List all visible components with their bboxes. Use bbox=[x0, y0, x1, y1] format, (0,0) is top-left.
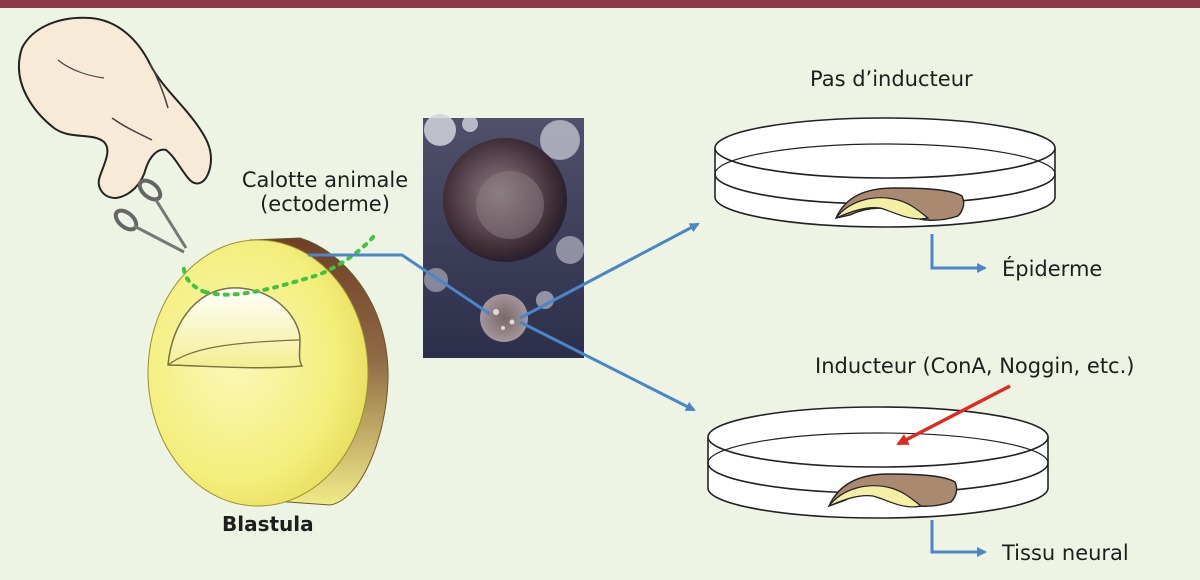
petri-dish-icon bbox=[714, 117, 1056, 228]
tissu-neural-label: Tissu neural bbox=[1002, 541, 1129, 565]
pas-inducteur-label: Pas d’inducteur bbox=[810, 67, 973, 91]
micrograph-image bbox=[423, 114, 584, 358]
arrow-to-dish-bottom bbox=[519, 320, 696, 412]
hand-with-scissors-icon bbox=[17, 16, 212, 254]
inducer-arrow bbox=[896, 384, 1011, 446]
calotte-label-line2: (ectoderme) bbox=[260, 192, 390, 216]
calotte-label: Calotte animale (ectoderme) bbox=[215, 168, 435, 216]
arrow-to-epiderme bbox=[930, 234, 987, 273]
blastula-drawing bbox=[147, 234, 389, 507]
connector-cap-to-photo bbox=[308, 253, 491, 316]
petri-dish-icon bbox=[707, 406, 1049, 519]
arrow-to-tissu-neural bbox=[930, 520, 987, 557]
blastula-label: Blastula bbox=[222, 512, 314, 536]
epiderme-label: Épiderme bbox=[1002, 257, 1103, 281]
calotte-label-line1: Calotte animale bbox=[241, 168, 409, 192]
inducteur-label: Inducteur (ConA, Noggin, etc.) bbox=[815, 354, 1135, 378]
header-bar bbox=[0, 0, 1200, 8]
arrow-to-dish-top bbox=[519, 222, 700, 320]
